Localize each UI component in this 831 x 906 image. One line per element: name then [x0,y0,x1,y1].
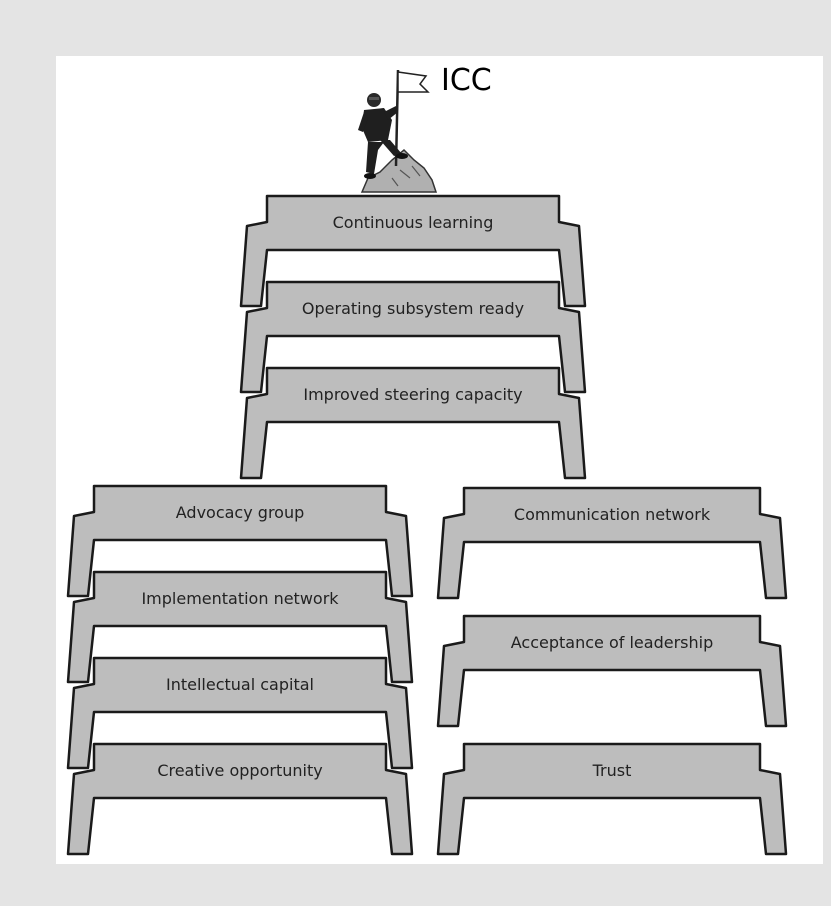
center-stack-step-3-label: Improved steering capacity [303,385,522,404]
left-stack-step-2-shape [66,570,414,684]
left-stack-step-1-shape [66,484,414,598]
climber-with-flag-icon [358,69,438,193]
right-stack-step-3-shape [436,742,788,856]
center-stack-step-3: Improved steering capacity [239,366,587,480]
center-stack-step-1-label: Continuous learning [333,213,494,232]
left-stack-step-3: Intellectual capital [66,656,414,770]
center-stack-step-3-shape [239,366,587,480]
left-stack-step-3-label: Intellectual capital [166,675,314,694]
diagram-panel [56,56,823,864]
center-stack-step-1-shape [239,194,587,308]
left-stack-step-1: Advocacy group [66,484,414,598]
center-stack-step-1: Continuous learning [239,194,587,308]
left-stack-step-4-shape [66,742,414,856]
right-stack-step-1-shape [436,486,788,600]
right-stack-step-3-label: Trust [592,761,632,780]
right-stack-step-1-label: Communication network [514,505,711,524]
left-stack-step-2-label: Implementation network [141,589,339,608]
left-stack-step-1-label: Advocacy group [176,503,305,522]
diagram-title: ICC [441,63,492,98]
right-stack-step-1: Communication network [436,486,788,600]
right-stack-step-2-label: Acceptance of leadership [511,633,713,652]
center-stack-step-2-shape [239,280,587,394]
center-stack-step-2: Operating subsystem ready [239,280,587,394]
right-stack-step-2: Acceptance of leadership [436,614,788,728]
center-stack-step-2-label: Operating subsystem ready [302,299,524,318]
left-stack-step-4-label: Creative opportunity [157,761,322,780]
right-stack-step-3: Trust [436,742,788,856]
right-stack-step-2-shape [436,614,788,728]
left-stack-step-2: Implementation network [66,570,414,684]
left-stack-step-3-shape [66,656,414,770]
left-stack-step-4: Creative opportunity [66,742,414,856]
